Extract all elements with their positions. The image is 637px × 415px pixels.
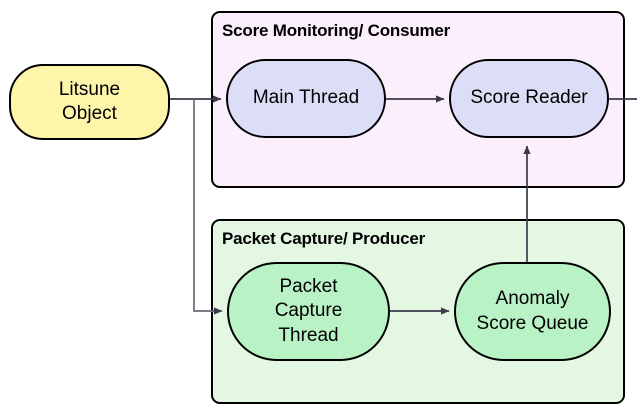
node-score-reader[interactable]: Score Reader	[449, 59, 609, 138]
node-litsune-object[interactable]: Litsune Object	[9, 64, 170, 140]
node-main-thread[interactable]: Main Thread	[226, 59, 386, 138]
node-packet-capture-thread[interactable]: Packet Capture Thread	[227, 262, 390, 361]
node-main-thread-label: Main Thread	[252, 87, 360, 109]
node-packet-capture-thread-line2: Capture	[274, 300, 343, 322]
node-packet-capture-thread-line1: Packet	[279, 276, 338, 298]
node-anomaly-score-queue[interactable]: Anomaly Score Queue	[454, 262, 611, 361]
node-litsune-object-line1: Litsune	[58, 78, 121, 100]
node-litsune-object-line2: Object	[62, 103, 117, 124]
node-anomaly-score-queue-line2: Score Queue	[476, 312, 589, 334]
node-anomaly-score-queue-line1: Anomaly	[495, 288, 570, 310]
group-title-producer: Packet Capture/ Producer	[222, 229, 426, 248]
node-score-reader-label: Score Reader	[470, 87, 588, 109]
node-packet-capture-thread-line3: Thread	[278, 324, 339, 346]
group-title-consumer: Score Monitoring/ Consumer	[222, 21, 451, 40]
